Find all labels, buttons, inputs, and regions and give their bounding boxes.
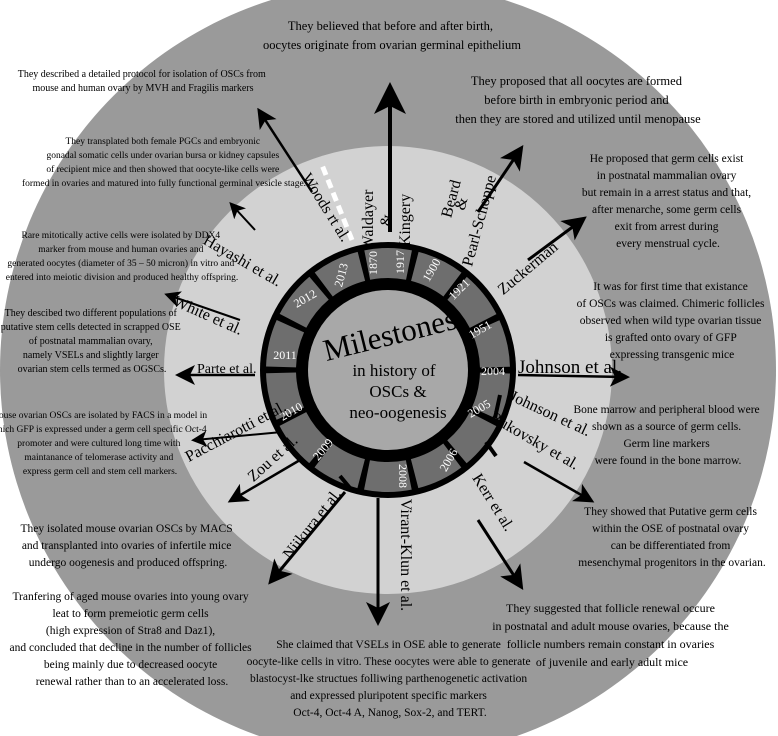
year-ring-segment: [266, 320, 305, 368]
arrows: [164, 82, 630, 626]
year-2004: 2004: [481, 364, 505, 378]
year-2011: 2011: [273, 348, 297, 362]
desc-hayashi: They transplated both female PGCs and em…: [22, 136, 306, 189]
year-ring-segment: [411, 251, 462, 297]
name-waldayer-1: Waldayer: [360, 189, 377, 251]
name-johnson-2004: Johnson et al.: [518, 357, 622, 378]
year-ring-segment: [447, 412, 497, 464]
arrow-white: [164, 291, 241, 321]
arrow-pacchiarotti: [191, 430, 283, 447]
arrow-hayashi: [229, 202, 256, 231]
desc-waldayer: They believed that before and after birt…: [263, 19, 521, 52]
desc-virant: She claimed that VSELs in OSE able to ge…: [247, 639, 534, 719]
desc-beard: They proposed that all oocytes are forme…: [455, 74, 701, 126]
year-1917: 1917: [393, 250, 407, 274]
year-ring-segment: [447, 276, 497, 328]
desc-zou: They isolated mouse ovarian OSCs by MACS…: [21, 523, 236, 569]
year-1870: 1870: [366, 251, 380, 275]
zou-tick: [338, 474, 352, 490]
year-ring-segments: [266, 248, 510, 492]
desc-pacchiarotti: Mouse ovarian OSCs are isolated by FACS …: [0, 411, 210, 477]
desc-bukovsky: They showed that Putative germ cells wit…: [578, 506, 766, 569]
desc-white: Rare mitotically active cells were isola…: [6, 231, 239, 283]
name-beard-2: &: [452, 195, 472, 212]
year-ring-segment: [266, 372, 304, 420]
johnson-2005-tick: [493, 394, 502, 419]
desc-parte: They descibed two different populations …: [1, 308, 183, 375]
arrow-kerr: [476, 519, 524, 591]
year-2008: 2008: [396, 464, 410, 488]
year-ring-segment: [472, 320, 510, 368]
arrow-zuckerman: [527, 216, 587, 262]
arrow-beard: [476, 145, 524, 213]
descriptions: They believed that before and after birt…: [0, 19, 768, 719]
center-line-2: OSCs &: [369, 382, 426, 401]
desc-niikura: Tranfering of aged mouse ovaries into yo…: [10, 591, 255, 688]
bukovsky-tick: [484, 440, 498, 458]
year-ring-segment: [314, 251, 366, 297]
arrow-zou: [227, 458, 301, 503]
desc-zuckerman: He proposed that germ cells exist in pos…: [582, 153, 754, 250]
name-parte: Parte et al.: [197, 362, 256, 377]
arrow-niikura: [268, 491, 347, 585]
desc-johnson-2004: It was for first time that existance of …: [577, 281, 768, 361]
arrow-woods: [257, 107, 314, 193]
year-2013: 2013: [331, 262, 351, 289]
arrow-bukovsky: [523, 460, 595, 503]
arrow-johnson-2004: [517, 366, 630, 387]
year-ring-segment: [364, 460, 412, 492]
name-waldayer-2: &: [378, 213, 395, 226]
desc-kerr: They suggested that follicle renewal occ…: [492, 601, 732, 669]
year-ring-segment: [279, 276, 329, 328]
name-virant: Virant-Klun et al.: [397, 499, 414, 611]
center-disc: [308, 290, 468, 450]
year-ring-segment: [471, 372, 510, 420]
name-waldayer-3: Kingery: [397, 194, 414, 246]
desc-johnson-2005: Bone marrow and peripheral blood were sh…: [573, 404, 762, 467]
year-ring-segment: [279, 412, 329, 464]
year-ring-segment: [410, 443, 462, 489]
desc-woods: They described a detailed protocol for i…: [18, 69, 269, 94]
year-ring-segment: [314, 443, 365, 489]
year-ring-segment: [364, 248, 412, 280]
center-line-3: neo-oogenesis: [349, 403, 446, 422]
center-line-1: in history of: [352, 361, 435, 380]
